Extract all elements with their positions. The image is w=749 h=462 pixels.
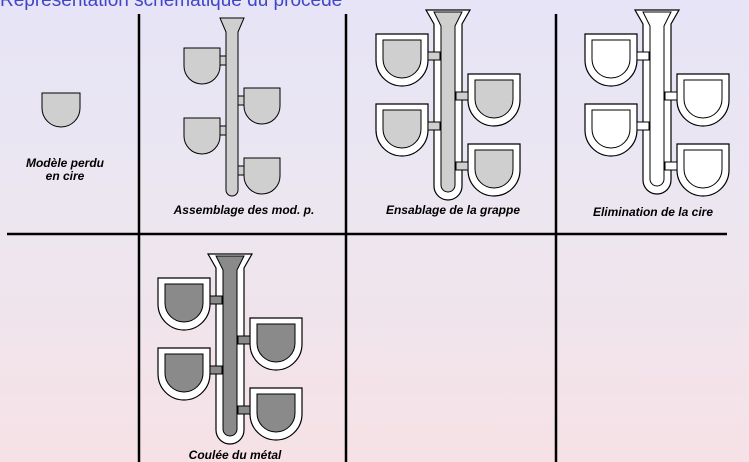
grid-lines bbox=[7, 14, 727, 462]
gate-channel bbox=[636, 121, 650, 131]
dewaxed-mold-tree bbox=[584, 9, 730, 197]
cast-metal-tree bbox=[157, 253, 303, 445]
gate-channel bbox=[455, 161, 469, 171]
cup-core bbox=[474, 149, 514, 189]
cup-core bbox=[382, 39, 422, 79]
gate-channel bbox=[209, 295, 223, 305]
gate-channel bbox=[237, 335, 251, 345]
caption-wax-model: Modèle perdu en cire bbox=[10, 157, 120, 183]
caption-wax-model-line2: en cire bbox=[45, 169, 85, 183]
mold-cavity bbox=[683, 79, 723, 119]
cup-core bbox=[474, 79, 514, 119]
caption-dewax: Elimination de la cire bbox=[592, 205, 714, 219]
mold-cavity bbox=[591, 39, 631, 79]
caption-investment: Ensablage de la grappe bbox=[385, 203, 521, 217]
gate-channel bbox=[427, 121, 441, 131]
gate bbox=[219, 125, 227, 136]
gate-channel bbox=[664, 161, 678, 171]
wax-cup bbox=[243, 157, 281, 195]
cup-core bbox=[382, 109, 422, 149]
cup-core bbox=[164, 283, 204, 323]
caption-wax-model-line1: Modèle perdu bbox=[25, 156, 104, 170]
wax-model-shape bbox=[41, 92, 81, 128]
wax-cup bbox=[183, 117, 221, 155]
page-title: Représentation schématique du procédé bbox=[0, 0, 343, 11]
mold-cavity bbox=[591, 109, 631, 149]
caption-assembly: Assemblage des mod. p. bbox=[173, 203, 315, 217]
wax-cup bbox=[183, 47, 221, 85]
investment-shell-tree bbox=[375, 9, 521, 201]
gate-channel bbox=[427, 51, 441, 61]
gate bbox=[237, 95, 245, 106]
sprue-core bbox=[433, 11, 463, 193]
gate bbox=[219, 55, 227, 66]
mold-cavity bbox=[683, 149, 723, 189]
sprue-core bbox=[215, 255, 245, 437]
cup-core bbox=[256, 323, 296, 363]
caption-casting: Coulée du métal bbox=[188, 448, 282, 462]
wax-cup bbox=[243, 87, 281, 125]
cup-core bbox=[164, 353, 204, 393]
gate bbox=[237, 165, 245, 176]
wax-tree-assembly bbox=[183, 17, 281, 197]
gate-channel bbox=[455, 91, 469, 101]
gate-channel bbox=[237, 405, 251, 415]
gate-channel bbox=[664, 91, 678, 101]
cup-core bbox=[256, 393, 296, 433]
sprue-core bbox=[642, 11, 672, 187]
gate-channel bbox=[209, 365, 223, 375]
gate-channel bbox=[636, 51, 650, 61]
